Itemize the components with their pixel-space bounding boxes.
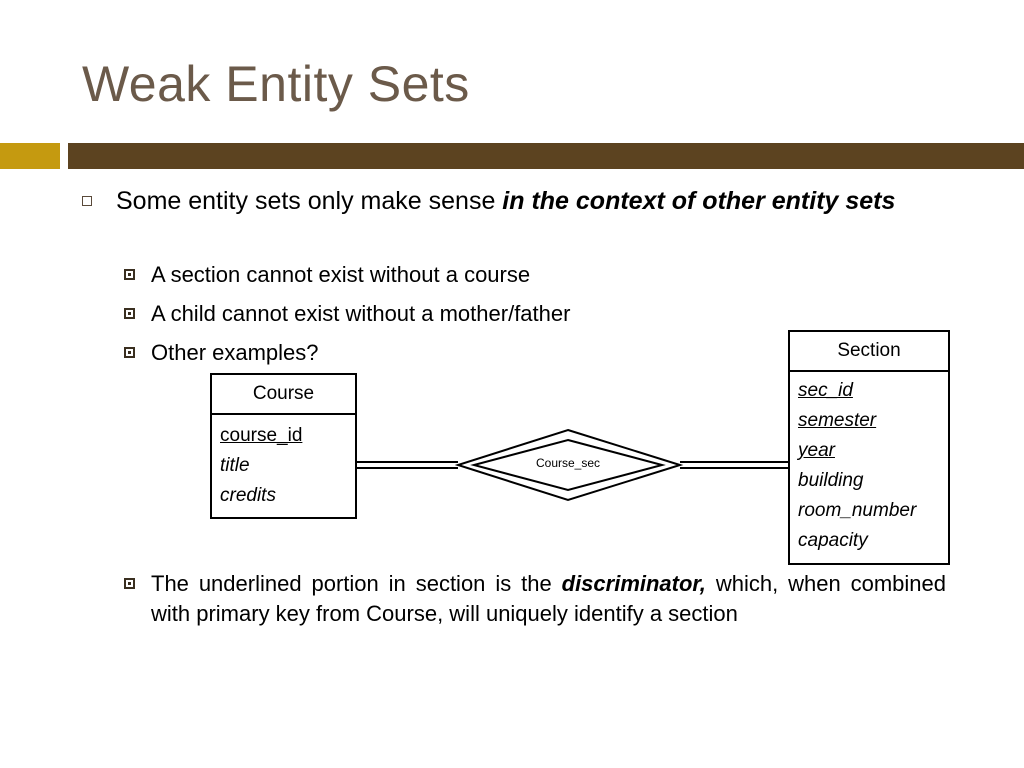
section-attributes: sec_id semester year building room_numbe… [790,372,948,562]
section-entity: Section sec_id semester year building ro… [788,330,950,565]
sub-bullet-discriminator: The underlined portion in section is the… [151,569,946,629]
slide-title: Weak Entity Sets [82,56,470,112]
discriminator-text-2: which, when combined with primary key fr… [151,571,946,626]
course-attr: course_id [220,425,303,446]
sub-bullet-2: A child cannot exist without a mother/fa… [151,301,571,326]
course-entity-name: Course [212,375,355,415]
section-attr: sec_id [798,380,853,401]
section-attr: building [798,470,864,491]
discriminator-emphasis: discriminator, [561,571,706,596]
section-attr: semester [798,410,877,431]
bullet-main-emphasis: in the context of other entity sets [502,187,896,215]
section-attr: capacity [798,530,868,551]
bullet-main-text: Some entity sets only make sense [116,187,503,215]
bullet-main: Some entity sets only make sense in the … [116,184,946,218]
sub-bullet-icon [124,578,135,589]
course-attr: title [220,455,250,476]
section-entity-name: Section [790,332,948,372]
sub-bullet-1: A section cannot exist without a course [151,262,531,287]
sub-bullet-icon [124,347,135,358]
relationship-label: Course_sec [535,456,601,470]
discriminator-text-1: The underlined portion in section is the [151,571,562,596]
course-attr: credits [220,485,276,506]
sub-bullet-3: Other examples? [151,340,319,365]
accent-bar-gold [0,143,60,169]
bullet-box-icon [82,196,92,206]
section-attr: year [798,440,835,461]
course-entity: Course course_id title credits [210,373,357,519]
sub-bullet-icon [124,308,135,319]
relationship-diamond-inner [470,438,666,492]
course-attributes: course_id title credits [212,415,355,517]
section-attr: room_number [798,500,917,521]
accent-bar-brown [68,143,1024,169]
sub-bullet-icon [124,269,135,280]
